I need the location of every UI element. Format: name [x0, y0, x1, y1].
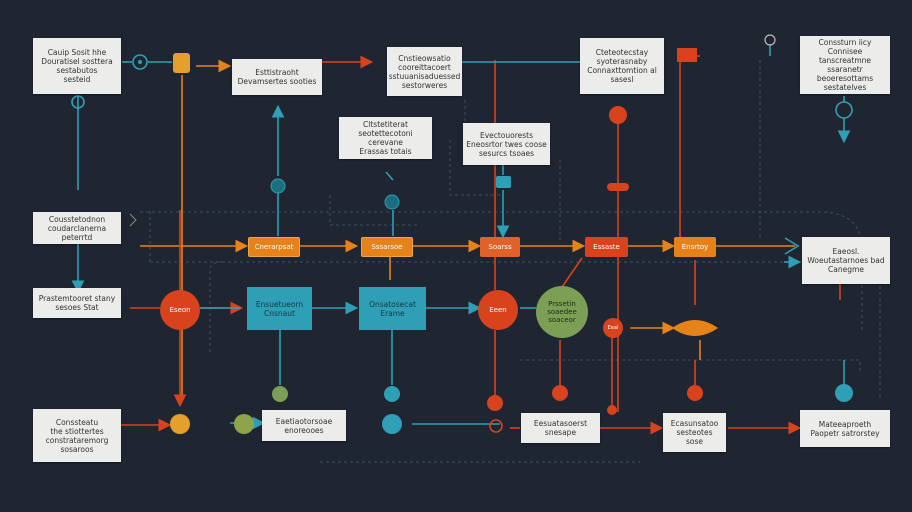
teal-process-1: Ensuetueorn Cnsnaut [247, 287, 312, 330]
small-circle-label: Eeal [607, 325, 619, 331]
orange-flows [140, 59, 795, 400]
card-bottom-2: Eaetiaotorsoae enoreooes [262, 410, 346, 441]
card-mid-1: Cltstetiterat seotettecotoni cerevane Er… [339, 117, 432, 159]
teal-flows [71, 44, 851, 430]
process-pill-3: Soarss [480, 237, 520, 257]
process-pill-2: Sssarsoe [361, 237, 413, 257]
card-top-2: Esttistraoht Devamsertes sooties [232, 59, 322, 95]
card-bottom-3: Eesuatasoerst snesape [521, 413, 600, 443]
teal-process-2: Onsatosecat Erame [359, 287, 426, 330]
card-right-1: Eaeosl. Woeutastarnoes bad Canegme [802, 237, 890, 284]
card-bottom-left: Conssteatu the stiottertes constrataremo… [33, 409, 121, 462]
card-mid-2: Evectouorests Eneosrtor twes coose sesur… [463, 123, 550, 165]
process-pill-5: Ensrtoy [674, 237, 716, 257]
card-top-4: Cteteotecstay syoterasnaby Connaxttomtio… [580, 38, 664, 94]
decision-circle-2: Eeen [478, 290, 518, 330]
card-top-3: Cnstieowsatio cooreittacoert sstuuanisad… [387, 47, 462, 96]
card-top-right: Conssturn iicy Connisee tanscreatmne ssa… [800, 36, 890, 94]
process-pill-1: Cnerarpsat [248, 237, 300, 257]
process-pill-4: Essaste [585, 237, 628, 257]
dashed-guides [140, 60, 881, 463]
card-top-left: Cauip Sosit hhe Douratisel sosttera sest… [33, 38, 121, 94]
card-left-1: Cousstetodnon coudarclanerna peterrtd [33, 212, 121, 244]
hub-circle: Prssetin soaedee soaceor [536, 286, 588, 338]
decision-circle-1: Eseon [160, 290, 200, 330]
card-bottom-right: Mateeaproeth Paopetr satrorstey [800, 410, 890, 447]
red-flows [120, 55, 841, 435]
small-connector-icons [71, 34, 853, 434]
card-bottom-4: Ecasunsatoo sesteotes sose [663, 413, 726, 452]
card-left-2: Prastemtooret stany sesoes Stat [33, 288, 121, 318]
